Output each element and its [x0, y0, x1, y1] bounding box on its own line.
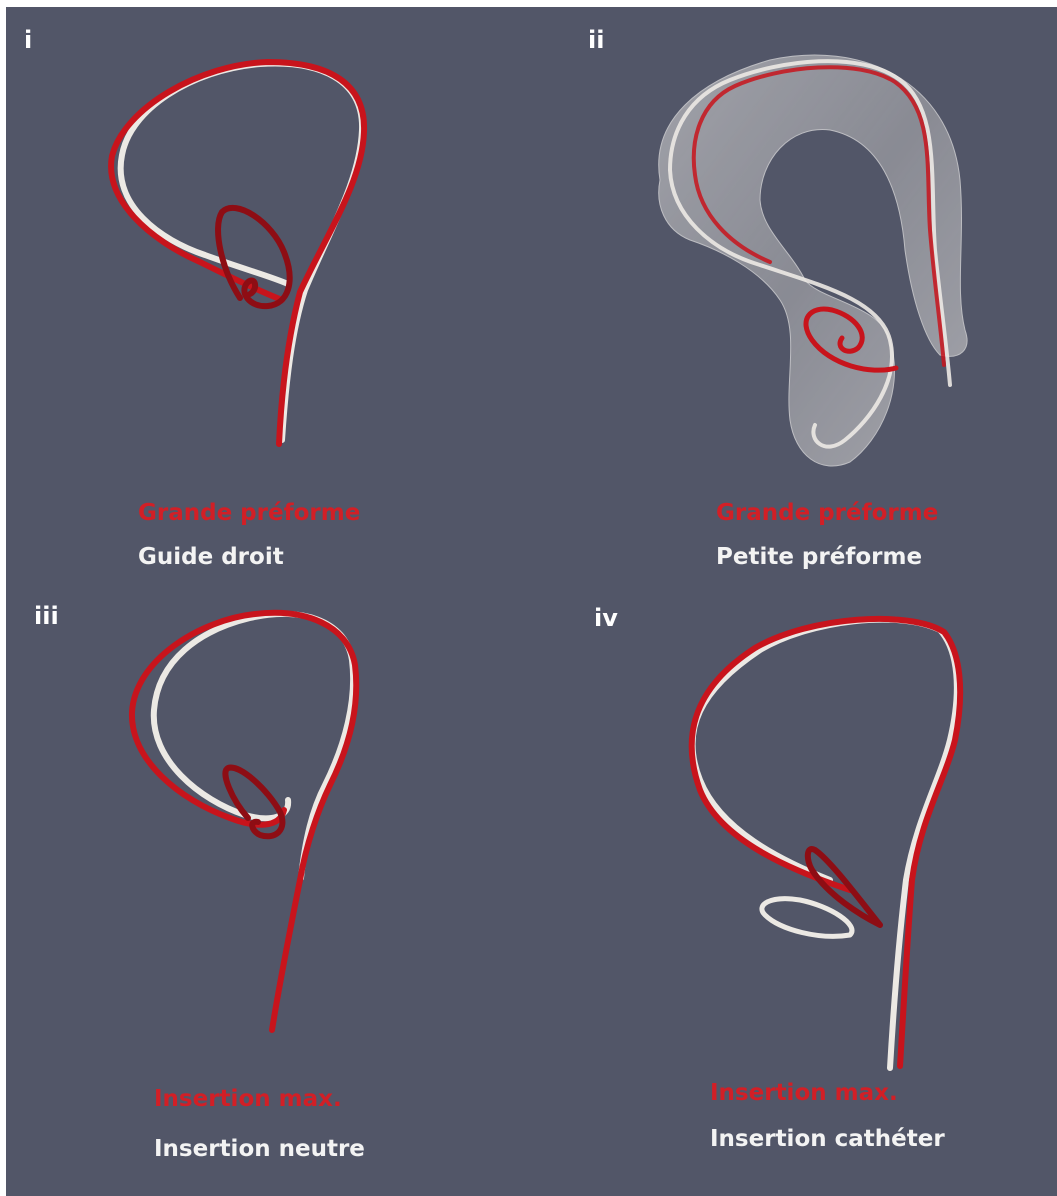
panel-i-legend-white: Guide droit — [138, 546, 284, 569]
panel-iv-white-loop — [762, 899, 852, 937]
panel-i-legend-red: Grande préforme — [138, 502, 360, 525]
panel-label-i: i — [24, 28, 32, 52]
panel-ii-legend-white: Petite préforme — [716, 546, 922, 569]
panel-iv-legend-white: Insertion cathéter — [710, 1128, 945, 1151]
panel-i-inner-loop — [218, 208, 290, 306]
panel-i-red-wire — [111, 62, 364, 444]
panel-ii-illustration — [659, 55, 967, 466]
panel-iii-inner-loop — [225, 768, 282, 837]
panel-ii-legend-red: Grande préforme — [716, 502, 938, 525]
panel-i-illustration — [111, 62, 364, 444]
panel-iii-legend-red: Insertion max. — [154, 1088, 342, 1111]
panel-iv-legend-red: Insertion max. — [710, 1082, 898, 1105]
panel-i-white-wire — [121, 64, 362, 440]
panel-iii-illustration — [132, 613, 356, 1030]
panel-label-iv: iv — [594, 606, 618, 630]
panel-label-ii: ii — [588, 28, 604, 52]
panel-iv-illustration — [692, 619, 961, 1068]
panel-iii-white-wire — [154, 614, 353, 878]
panel-label-iii: iii — [34, 604, 59, 628]
panel-iv-red-wire — [692, 619, 961, 1066]
panel-iii-legend-white: Insertion neutre — [154, 1138, 365, 1161]
